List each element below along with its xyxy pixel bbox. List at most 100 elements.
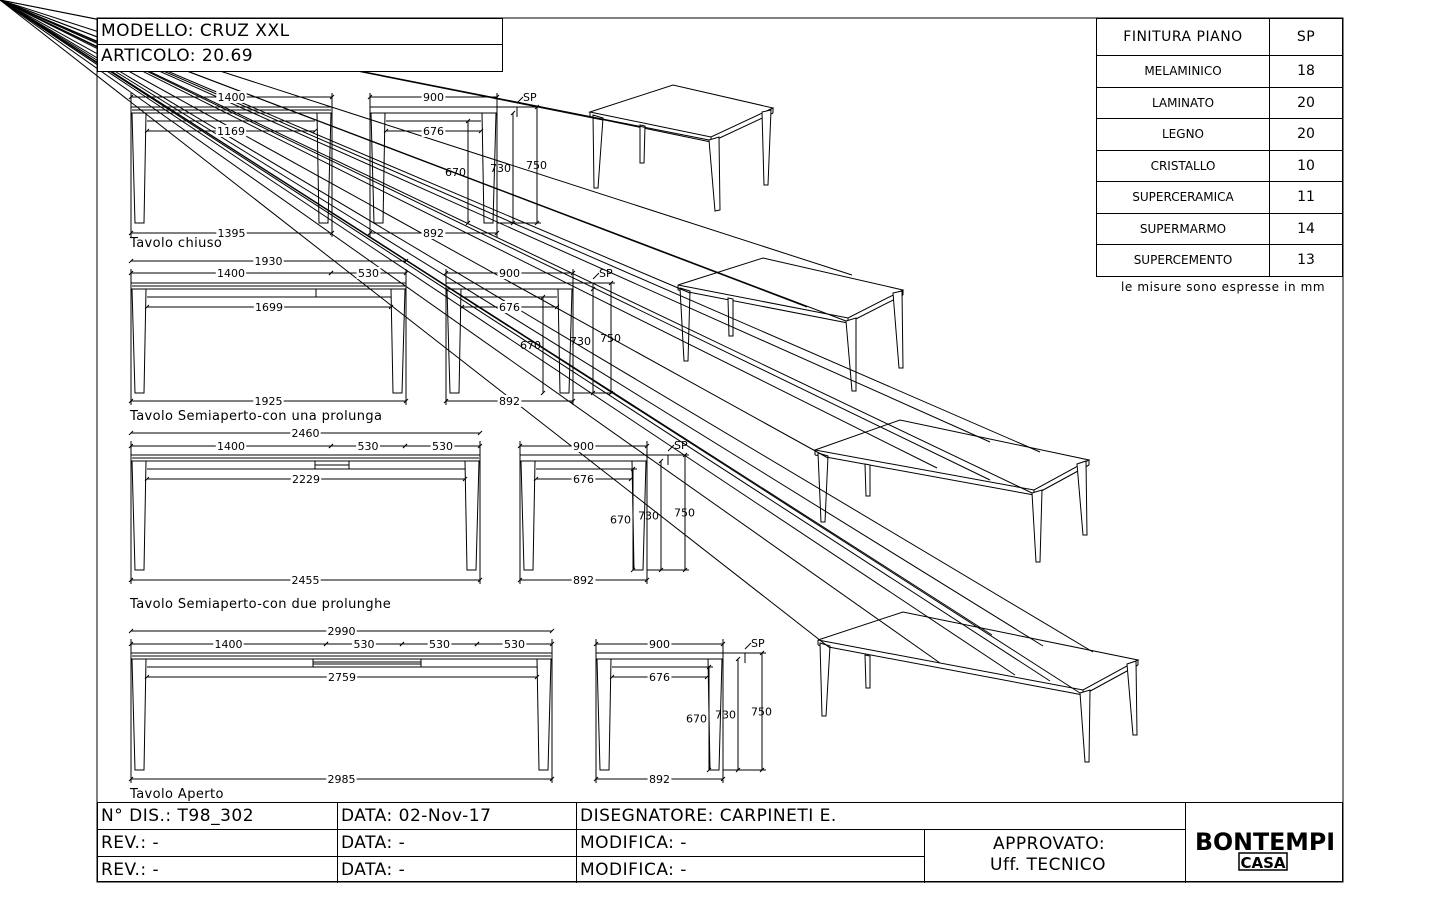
dim-tick — [682, 567, 688, 573]
segment-length-label: 530 — [354, 638, 375, 651]
label-mask — [502, 638, 527, 650]
dim-tick — [549, 628, 555, 634]
sp-label: SP — [674, 439, 688, 452]
article-label: ARTICOLO: 20.69 — [101, 46, 254, 66]
side-leg-left — [446, 288, 462, 394]
label-mask — [253, 255, 284, 267]
finish-table-header: FINITURA PIANO SP — [1096, 18, 1343, 56]
finish-sp: 10 — [1269, 149, 1343, 182]
dim-tick — [759, 650, 765, 656]
total-length-label: 2460 — [292, 427, 320, 440]
label-mask — [571, 574, 596, 586]
perspective-two-extensions-leg — [1076, 460, 1088, 536]
side-width-label: 900 — [423, 91, 444, 104]
dim-tick — [590, 390, 596, 396]
perspective-open-leg — [1126, 660, 1138, 736]
dim-tick — [474, 641, 480, 647]
label-mask — [497, 301, 522, 313]
floor-length-label: 2985 — [328, 773, 356, 786]
perspective-two-extensions-leg — [1031, 489, 1043, 563]
label-mask — [253, 395, 284, 407]
persp-edge — [814, 454, 1035, 496]
segment-length-label: 1400 — [218, 91, 246, 104]
label-mask — [421, 125, 446, 137]
front-leg-left — [131, 460, 147, 571]
label-mask — [290, 473, 322, 485]
height-750-label: 750 — [751, 706, 772, 719]
footer-block: N° DIS.: T98_302 DATA: 02-Nov-17 DISEGNA… — [97, 802, 1343, 883]
finish-name: CRISTALLO — [1096, 149, 1270, 182]
front-leg-left — [131, 288, 147, 394]
front-leg-right — [316, 112, 332, 224]
label-mask — [356, 267, 381, 279]
inner-length-label: 2759 — [328, 671, 356, 684]
revision-1-date: DATA: - — [341, 833, 406, 853]
dim-tick — [658, 458, 664, 464]
extension-seam — [0, 0, 938, 469]
view-caption: Tavolo Semiaperto-con due prolunghe — [129, 597, 391, 612]
dim-tick — [540, 294, 546, 300]
dim-tick — [478, 128, 484, 134]
perspective-open-leg — [819, 642, 831, 717]
dim-tick — [593, 776, 599, 782]
height-730-label: 730 — [570, 335, 591, 348]
dim-tick — [533, 476, 539, 482]
side-width-label: 900 — [649, 638, 670, 651]
inner-length-label: 1699 — [255, 301, 283, 314]
extension-seam — [0, 0, 1016, 676]
dim-tick — [388, 304, 394, 310]
dim-tick — [630, 567, 636, 573]
apron-line — [0, 0, 1081, 694]
front-leg-left — [131, 658, 147, 771]
dim-tick — [128, 270, 134, 276]
finish-name: LAMINATO — [1096, 86, 1270, 119]
height-670-label: 670 — [445, 166, 466, 179]
side-inner-label: 676 — [649, 671, 670, 684]
perspective-closed-top — [588, 84, 775, 138]
height-750-label: 750 — [674, 507, 695, 520]
label-mask — [326, 671, 358, 683]
sp-leader — [592, 272, 600, 280]
finish-sp: 20 — [1269, 118, 1343, 151]
finish-sp: 20 — [1269, 86, 1343, 119]
persp-edge — [589, 116, 712, 143]
finish-sp: 11 — [1269, 181, 1343, 214]
dim-tick — [144, 128, 150, 134]
total-length-label: 2990 — [328, 625, 356, 638]
dim-tick — [128, 628, 134, 634]
persp-edge — [817, 644, 1084, 696]
floor-length-label: 1395 — [218, 227, 246, 240]
side-leg-left — [520, 460, 536, 571]
height-670-label: 670 — [610, 514, 631, 527]
dim-tick — [323, 641, 329, 647]
side-floor-label: 892 — [499, 395, 520, 408]
dim-tick — [517, 577, 523, 583]
label-mask — [216, 91, 247, 103]
dim-tick — [477, 430, 483, 436]
dim-tick — [144, 476, 150, 482]
dim-tick — [128, 230, 134, 236]
label-mask — [571, 473, 596, 485]
floor-length-label: 1925 — [255, 395, 283, 408]
dim-tick — [443, 398, 449, 404]
dim-tick — [534, 674, 540, 680]
dim-tick — [465, 118, 471, 124]
segment-length-label: 530 — [432, 440, 453, 453]
extension-seam — [0, 0, 1051, 682]
extension-seam — [0, 0, 941, 664]
persp-edge — [677, 289, 849, 324]
dim-tick — [720, 641, 726, 647]
revision-2: REV.: - — [101, 860, 160, 880]
dim-tick — [570, 270, 576, 276]
dim-tick — [759, 767, 765, 773]
approved-office: Uff. TECNICO — [990, 855, 1106, 875]
finish-header-name: FINITURA PIANO — [1096, 18, 1270, 56]
height-730-label: 730 — [638, 510, 659, 523]
dim-tick — [403, 270, 409, 276]
dim-tick — [630, 466, 636, 472]
